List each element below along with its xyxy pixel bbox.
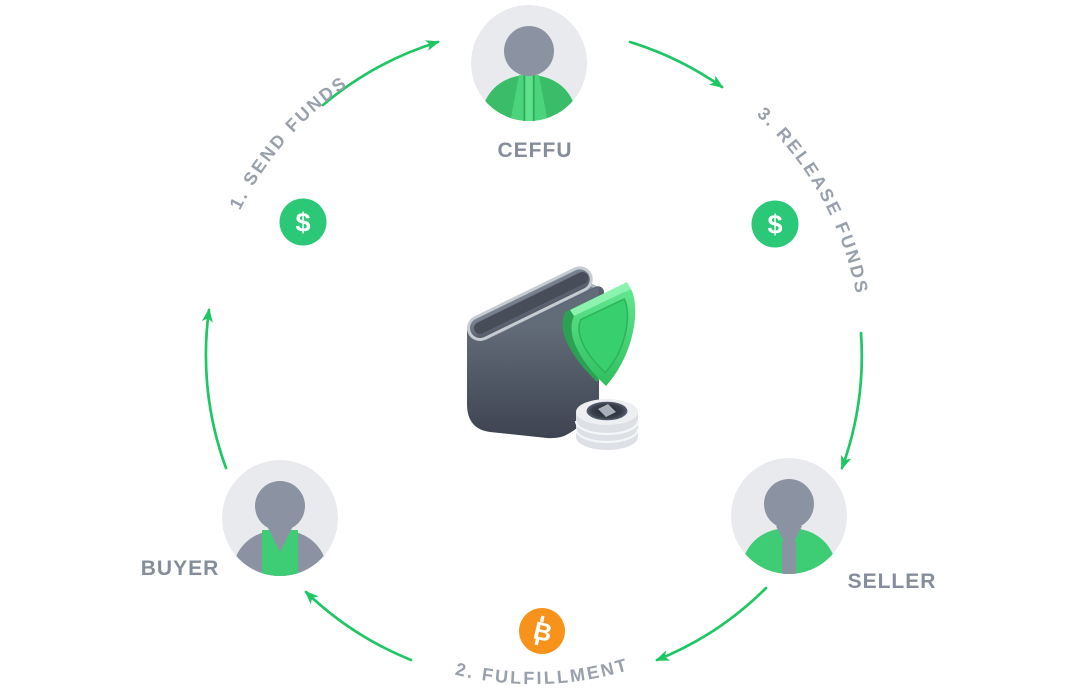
avatar-ceffu — [471, 5, 587, 121]
avatar-collar-line — [523, 75, 526, 121]
avatar-head — [255, 481, 305, 531]
fulfillment-arc-right — [655, 586, 768, 662]
avatar-buyer — [222, 460, 338, 576]
fulfillment-arc-left — [304, 590, 413, 662]
step1-curved-label: 1. SEND FUNDS — [226, 72, 352, 213]
dollar-badge-left: $ — [279, 198, 327, 246]
avatar-tie — [782, 542, 796, 574]
bitcoin-bar-bottom — [534, 638, 540, 646]
avatar-collar-line — [532, 75, 535, 121]
avatar-shirt — [262, 530, 298, 576]
avatar-head — [764, 479, 814, 529]
shield-icon — [562, 282, 636, 386]
coin-ridge — [574, 420, 640, 436]
release-funds-arc-lower — [840, 331, 864, 470]
avatar-seller — [731, 458, 847, 574]
send-funds-arc-upper — [321, 40, 440, 107]
release-funds-arc-upper — [628, 40, 724, 89]
coin-ridge — [574, 428, 640, 444]
dollar-badge-right: $ — [751, 200, 799, 248]
shield-inner-panel — [578, 298, 629, 374]
coin-slot — [598, 404, 616, 417]
wallet-front-fold — [474, 272, 589, 334]
dollar-icon: $ — [767, 210, 782, 240]
avatar-vneck — [268, 528, 292, 552]
step2-curved-label: 2. FULFILLMENT — [454, 654, 632, 688]
step3-curved-label: 3. RELEASE FUNDS — [753, 103, 872, 296]
bitcoin-icon: B — [531, 615, 555, 648]
dollar-icon: $ — [295, 208, 310, 238]
shield-top-highlight — [570, 282, 631, 316]
dollar-badge-circle — [279, 198, 327, 246]
avatar-tie — [525, 75, 533, 121]
avatar-vneck — [776, 526, 802, 552]
avatar-head — [504, 26, 554, 76]
bitcoin-badge: B — [519, 608, 565, 654]
bitcoin-bar-top — [539, 615, 545, 623]
bitcoin-badge-circle — [519, 608, 565, 654]
label-ceffu: CEFFU — [498, 139, 573, 162]
label-seller: SELLER — [848, 570, 937, 593]
wallet-front-flap — [467, 266, 593, 341]
send-funds-arc-lower — [201, 308, 228, 470]
coin-icon — [574, 399, 640, 450]
label-buyer: BUYER — [141, 557, 220, 580]
cycle-arrows — [201, 40, 864, 662]
dollar-badge-circle — [751, 200, 799, 248]
